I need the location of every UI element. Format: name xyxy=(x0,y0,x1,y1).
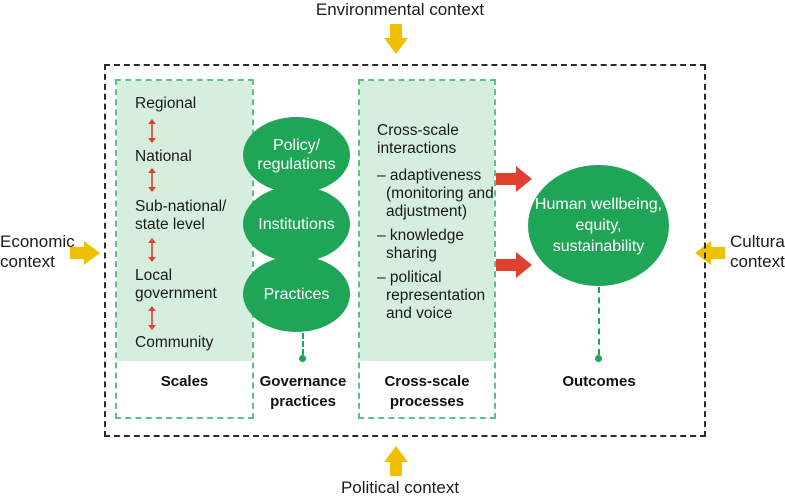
bullet-text: and voice xyxy=(386,305,453,322)
economic-context-line1: Economic xyxy=(0,232,75,251)
outcome-line2: equity, sustainability xyxy=(552,217,645,255)
outcomes-column-label: Outcomes xyxy=(562,373,636,390)
governance-column-label: Governance practices xyxy=(250,372,356,412)
bullet-knowledge-sharing: – knowledge sharing xyxy=(377,227,464,263)
red-arrow-icon xyxy=(496,252,532,278)
bullet-text: (monitoring and xyxy=(386,185,494,202)
updown-arrow-icon xyxy=(148,238,156,262)
economic-context-line2: context xyxy=(0,252,55,271)
practices-label: Practices xyxy=(263,285,330,303)
system-boundary-frame xyxy=(104,64,706,437)
practices-ellipse: Practices xyxy=(243,256,350,332)
cultural-context-label: Cultural context xyxy=(730,232,785,272)
scale-subnational-line2: state level xyxy=(135,216,205,233)
scale-subnational-line1: Sub-national/ xyxy=(135,198,227,215)
cultural-arrow-icon xyxy=(695,241,725,265)
cross-scale-shaded-area xyxy=(360,81,494,361)
economic-arrow-icon xyxy=(70,241,100,265)
environmental-context-label: Environmental context xyxy=(315,0,485,19)
cultural-context-line2: context xyxy=(730,252,785,271)
red-arrow-icon xyxy=(496,166,532,192)
outcomes-connector-dot xyxy=(595,355,602,362)
cultural-context-line1: Cultural xyxy=(730,232,785,251)
political-context-label: Political context xyxy=(340,478,460,497)
policy-line2: regulations xyxy=(257,156,336,173)
scales-column-label: Scales xyxy=(160,373,209,390)
institutions-label: Institutions xyxy=(258,215,335,233)
policy-line1: Policy/ xyxy=(272,137,321,154)
updown-arrow-icon xyxy=(148,168,156,192)
scale-regional: Regional xyxy=(135,95,197,112)
scale-community: Community xyxy=(135,334,214,351)
bullet-adaptiveness: – adaptiveness (monitoring and adjustmen… xyxy=(377,167,494,221)
governance-connector-dot xyxy=(299,355,306,362)
cross-heading-line1: Cross-scale xyxy=(377,122,459,139)
updown-arrow-icon xyxy=(148,119,156,143)
governance-label-line1: Governance xyxy=(259,373,347,390)
cross-scale-column-label: Cross-scale processes xyxy=(360,372,494,412)
bullet-text: – adaptiveness xyxy=(377,167,482,184)
scales-shaded-area xyxy=(117,81,252,361)
bullet-text: representation xyxy=(386,287,486,304)
governance-connector-line xyxy=(302,333,304,355)
institutions-ellipse: Institutions xyxy=(243,186,350,262)
policy-regulations-ellipse: Policy/ regulations xyxy=(243,117,350,193)
scale-local-line2: government xyxy=(135,285,217,302)
bullet-text: – political xyxy=(377,269,442,286)
environmental-arrow-icon xyxy=(384,24,408,54)
political-arrow-icon xyxy=(384,446,408,476)
cross-scale-heading: Cross-scale interactions xyxy=(377,122,459,158)
outcomes-connector-line xyxy=(598,287,600,355)
updown-arrow-icon xyxy=(148,306,156,330)
bullet-text: sharing xyxy=(386,245,437,262)
human-wellbeing-ellipse: Human wellbeing, equity, sustainability xyxy=(528,165,669,286)
bullet-political-representation: – political representation and voice xyxy=(377,269,485,323)
governance-label-line2: practices xyxy=(270,393,336,410)
outcome-line1: Human wellbeing, xyxy=(534,196,663,213)
scale-local-line1: Local xyxy=(135,267,173,284)
economic-context-label: Economic context xyxy=(0,232,80,272)
cross-heading-line2: interactions xyxy=(377,140,457,157)
cross-label-line1: Cross-scale xyxy=(384,373,470,390)
cross-label-line2: processes xyxy=(389,393,465,410)
scale-national: National xyxy=(135,148,192,165)
bullet-text: – knowledge xyxy=(377,227,465,244)
bullet-text: adjustment) xyxy=(386,203,467,220)
